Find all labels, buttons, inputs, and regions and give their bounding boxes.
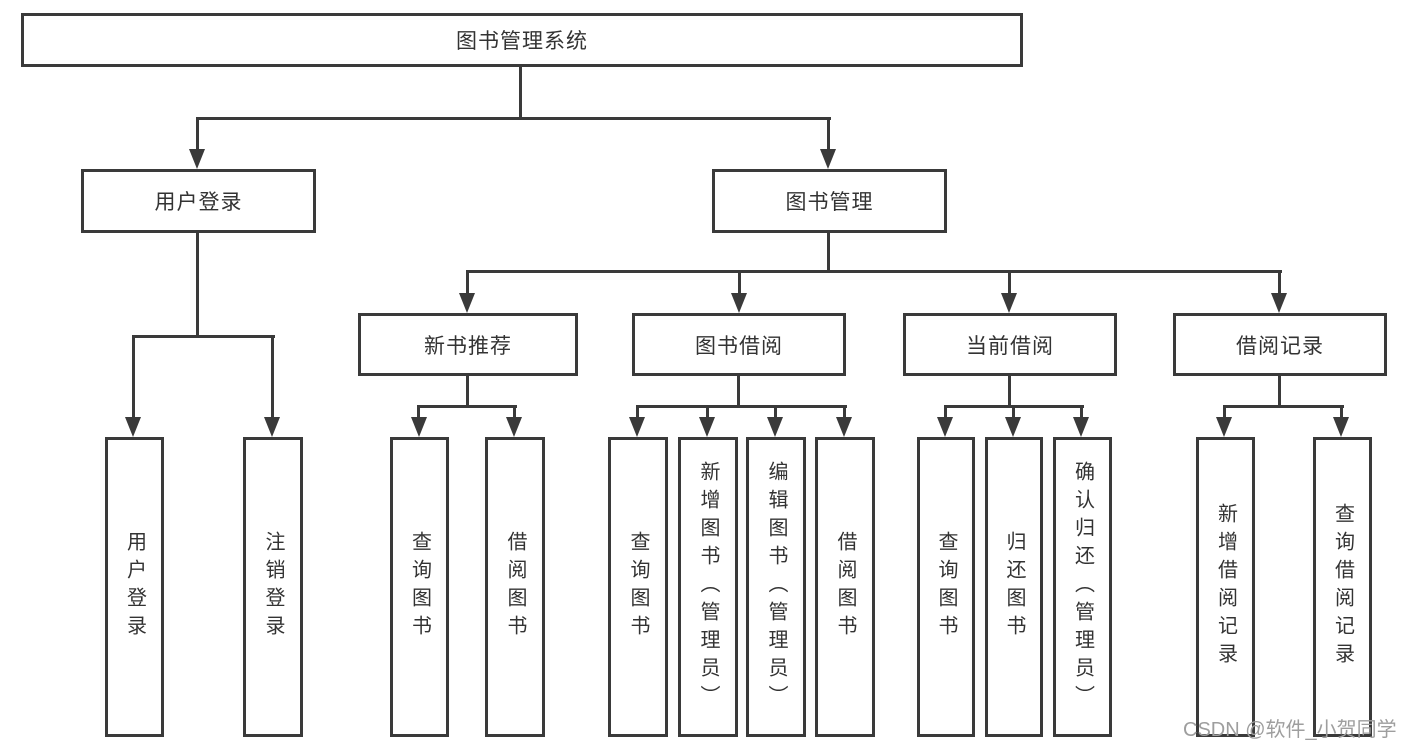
connector-line xyxy=(417,405,420,419)
arrowhead-down-icon xyxy=(189,149,205,169)
node-borrow-records: 借阅记录 xyxy=(1173,313,1387,376)
connector-line xyxy=(827,117,830,151)
arrowhead-down-icon xyxy=(937,417,953,437)
connector-line xyxy=(271,335,274,419)
connector-line xyxy=(132,335,275,338)
connector-line xyxy=(1223,405,1226,419)
node-user-login: 用户登录 xyxy=(81,169,316,233)
connector-line xyxy=(1008,376,1011,408)
arrowhead-down-icon xyxy=(1001,293,1017,313)
connector-line xyxy=(737,376,740,408)
node-root-system: 图书管理系统 xyxy=(21,13,1023,67)
node-borrow-books-leaf: 借阅图书 xyxy=(815,437,875,737)
arrowhead-down-icon xyxy=(699,417,715,437)
node-label: 用户登录 xyxy=(123,531,146,643)
arrowhead-down-icon xyxy=(1216,417,1232,437)
arrowhead-down-icon xyxy=(767,417,783,437)
arrowhead-down-icon xyxy=(1333,417,1349,437)
node-edit-book-admin: 编辑图书（管理员） xyxy=(746,437,806,737)
node-label: 查询图书 xyxy=(408,531,431,643)
connector-line xyxy=(738,270,741,295)
arrowhead-down-icon xyxy=(820,149,836,169)
arrowhead-down-icon xyxy=(1005,417,1021,437)
node-label: 借阅图书 xyxy=(834,531,856,643)
node-user-login-leaf: 用户登录 xyxy=(105,437,164,737)
node-label: 查询借阅记录 xyxy=(1331,503,1354,671)
node-add-borrow-record: 新增借阅记录 xyxy=(1196,437,1255,737)
connector-line xyxy=(466,270,1282,273)
connector-line xyxy=(132,335,135,419)
arrowhead-down-icon xyxy=(1271,293,1287,313)
node-label: 借阅图书 xyxy=(504,531,526,643)
connector-line xyxy=(827,233,830,273)
arrowhead-down-icon xyxy=(459,293,475,313)
connector-line xyxy=(1080,405,1083,419)
arrowhead-down-icon xyxy=(629,417,645,437)
connector-line xyxy=(1340,405,1343,419)
node-label: 查询图书 xyxy=(627,531,649,643)
connector-line xyxy=(196,117,199,151)
connector-line xyxy=(466,376,469,408)
node-book-borrow: 图书借阅 xyxy=(632,313,846,376)
node-query-books-borrow: 查询图书 xyxy=(608,437,668,737)
connector-line xyxy=(774,405,777,419)
connector-line xyxy=(944,405,947,419)
node-label: 用户登录 xyxy=(154,191,243,214)
node-current-borrow: 当前借阅 xyxy=(903,313,1117,376)
connector-line xyxy=(417,405,517,408)
node-label: 查询图书 xyxy=(935,531,957,643)
node-label: 当前借阅 xyxy=(966,334,1054,358)
node-label: 借阅记录 xyxy=(1236,334,1324,358)
csdn-watermark: CSDN @软件_小贺同学 xyxy=(1183,719,1397,741)
node-book-management: 图书管理 xyxy=(712,169,947,233)
node-query-borrow-record: 查询借阅记录 xyxy=(1313,437,1372,737)
node-new-book-recommend: 新书推荐 xyxy=(358,313,578,376)
node-borrow-books-recommend: 借阅图书 xyxy=(485,437,545,737)
node-label: 编辑图书（管理员） xyxy=(765,461,787,713)
connector-line xyxy=(513,405,516,419)
connector-line xyxy=(196,117,831,120)
connector-line xyxy=(1278,270,1281,295)
node-query-books-recommend: 查询图书 xyxy=(390,437,449,737)
connector-line xyxy=(636,405,639,419)
connector-line xyxy=(1008,270,1011,295)
connector-line xyxy=(1223,405,1344,408)
connector-line xyxy=(1278,376,1281,408)
node-query-books-current: 查询图书 xyxy=(917,437,975,737)
connector-line xyxy=(466,270,469,295)
node-label: 新增借阅记录 xyxy=(1214,503,1237,671)
node-add-book-admin: 新增图书（管理员） xyxy=(678,437,738,737)
node-confirm-return-admin: 确认归还（管理员） xyxy=(1053,437,1112,737)
arrowhead-down-icon xyxy=(411,417,427,437)
node-label: 新增图书（管理员） xyxy=(697,461,719,713)
node-label: 确认归还（管理员） xyxy=(1071,461,1094,713)
node-label: 注销登录 xyxy=(262,531,284,643)
arrowhead-down-icon xyxy=(264,417,280,437)
arrowhead-down-icon xyxy=(1073,417,1089,437)
node-label: 新书推荐 xyxy=(424,334,512,358)
node-label: 图书借阅 xyxy=(695,334,783,358)
node-return-book: 归还图书 xyxy=(985,437,1043,737)
connector-line xyxy=(843,405,846,419)
arrowhead-down-icon xyxy=(731,293,747,313)
arrowhead-down-icon xyxy=(506,417,522,437)
connector-line xyxy=(706,405,709,419)
arrowhead-down-icon xyxy=(836,417,852,437)
node-logout: 注销登录 xyxy=(243,437,303,737)
connector-line xyxy=(196,233,199,338)
connector-line xyxy=(1012,405,1015,419)
arrowhead-down-icon xyxy=(125,417,141,437)
node-label: 归还图书 xyxy=(1003,531,1025,643)
node-label: 图书管理 xyxy=(785,191,874,214)
node-label: 图书管理系统 xyxy=(456,30,588,53)
connector-line xyxy=(636,405,847,408)
connector-line xyxy=(519,67,522,119)
